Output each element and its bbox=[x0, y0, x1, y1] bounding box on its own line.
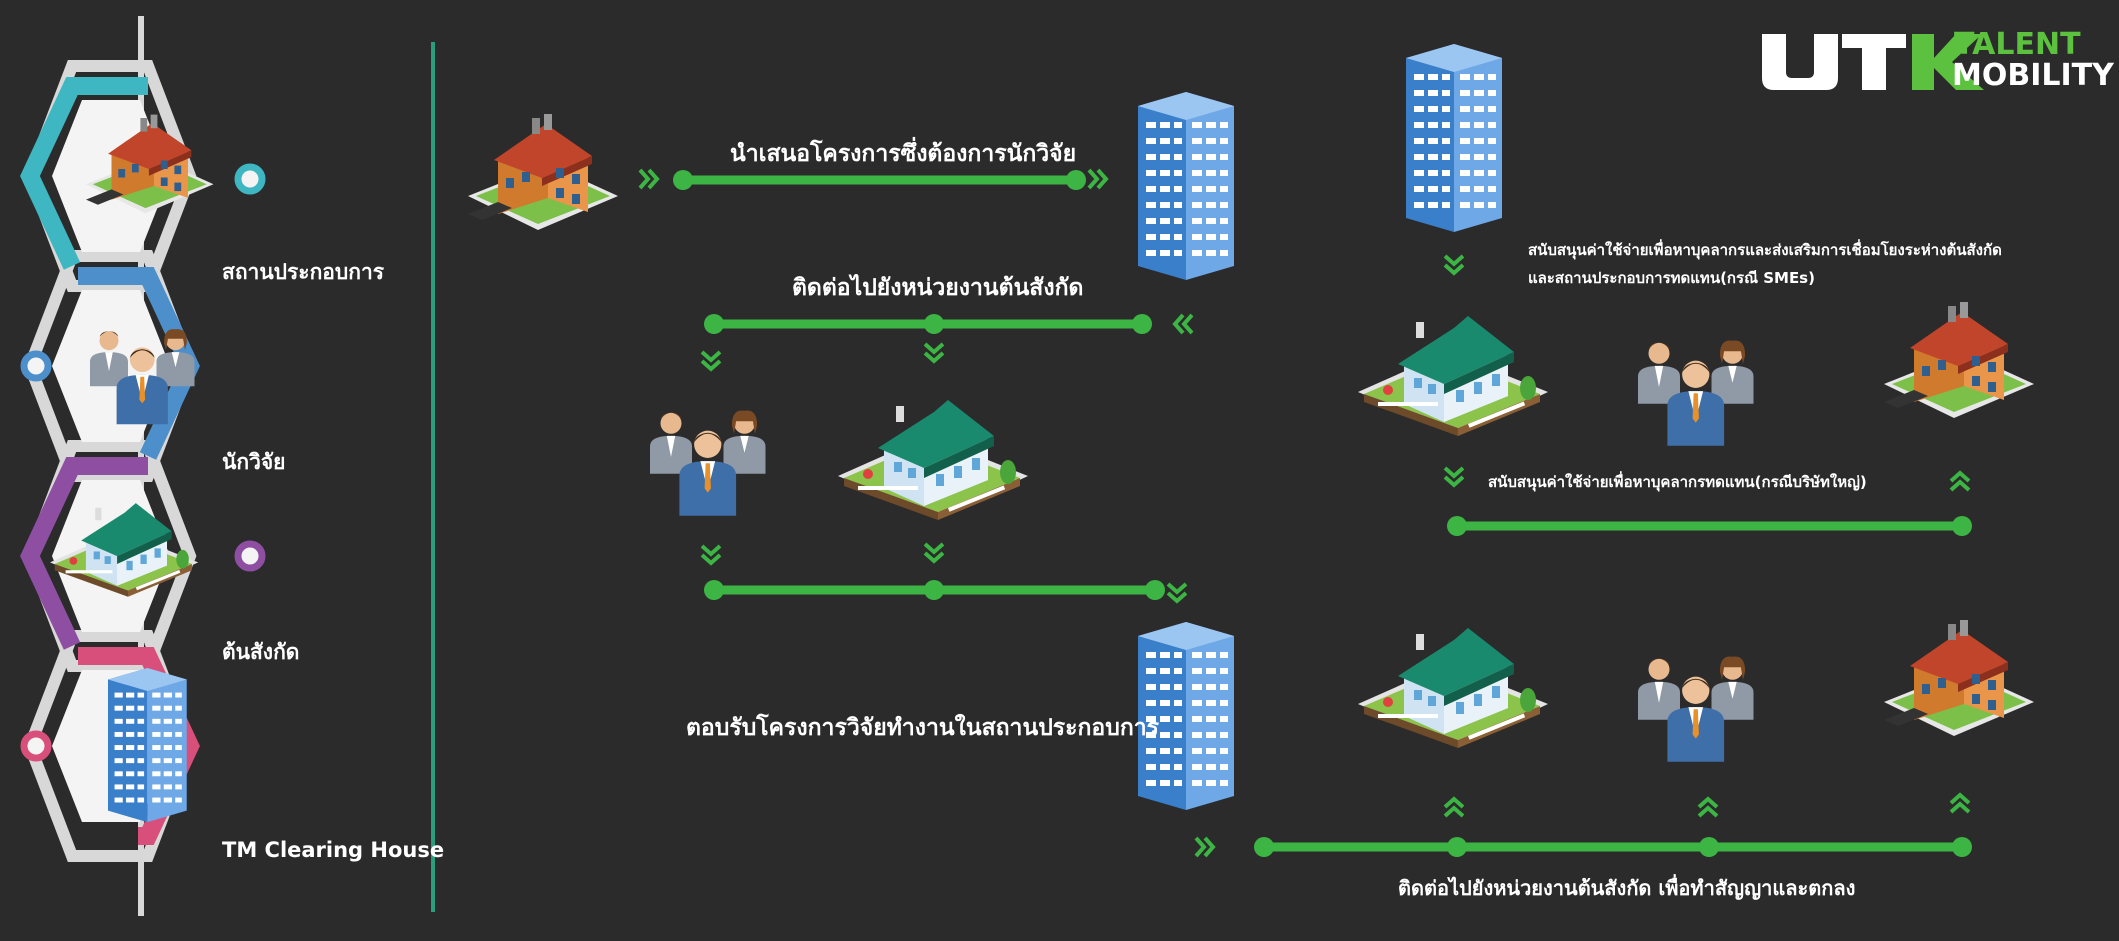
chevron-up-icon bbox=[1949, 793, 1971, 814]
chevron-down-icon bbox=[700, 350, 722, 371]
researchers-icon bbox=[1638, 656, 1754, 762]
researchers-icon bbox=[1638, 340, 1754, 446]
legend-label-clearing-house: TM Clearing House bbox=[222, 838, 445, 862]
chevron-left-icon bbox=[1173, 313, 1194, 335]
legend-label-researcher: นักวิจัย bbox=[222, 450, 286, 474]
factory-icon bbox=[1884, 620, 2034, 736]
flow-step-4: ติดต่อไปยังหน่วยงานต้นสังกัด เพื่อทำสัญญ… bbox=[1398, 876, 1856, 900]
flow-right bbox=[1194, 44, 2034, 858]
support-note-large-company: สนับสนุนค่าใช้จ่ายเพื่อหาบุคลากรทดแทน(กร… bbox=[1488, 473, 1867, 491]
university-icon bbox=[1358, 316, 1548, 436]
logo bbox=[1762, 34, 1984, 90]
chevron-right-icon bbox=[1087, 168, 1108, 190]
flow-step-2: ติดต่อไปยังหน่วยงานต้นสังกัด bbox=[792, 275, 1084, 301]
chevron-right-icon bbox=[638, 168, 659, 190]
chevron-right-icon bbox=[1194, 836, 1215, 858]
chevron-down-icon bbox=[1166, 582, 1188, 603]
legend-label-university: ต้นสังกัด bbox=[222, 640, 300, 664]
chevron-down-icon bbox=[1443, 254, 1465, 275]
office-tower-icon bbox=[1138, 92, 1234, 280]
chevron-up-icon bbox=[1443, 797, 1465, 818]
legend-label-factory: สถานประกอบการ bbox=[222, 260, 385, 284]
chevron-down-icon bbox=[700, 544, 722, 565]
logo-text-bottom: MOBILITY bbox=[1952, 58, 2114, 93]
flow-left bbox=[468, 92, 1234, 810]
support-note-sme-line2: และสถานประกอบการทดแทน(กรณี SMEs) bbox=[1528, 269, 1815, 287]
chevron-up-icon bbox=[1949, 471, 1971, 492]
university-icon bbox=[1358, 628, 1548, 748]
university-icon bbox=[838, 400, 1028, 520]
chevron-down-icon bbox=[923, 542, 945, 563]
flow-step-3: ตอบรับโครงการวิจัยทำงานในสถานประกอบการ bbox=[686, 715, 1160, 741]
chevron-up-icon bbox=[1697, 797, 1719, 818]
flow-step-1: นำเสนอโครงการซึ่งต้องการนักวิจัย bbox=[730, 141, 1077, 167]
chevron-down-icon bbox=[923, 342, 945, 363]
factory-icon bbox=[1884, 302, 2034, 418]
factory-icon bbox=[468, 114, 618, 230]
legend-panel bbox=[20, 16, 266, 916]
researchers-icon bbox=[650, 410, 766, 516]
chevron-down-icon bbox=[1443, 466, 1465, 487]
office-tower-icon bbox=[108, 668, 187, 823]
logo-text-top: TALENT bbox=[1954, 27, 2081, 62]
support-note-sme-line1: สนับสนุนค่าใช้จ่ายเพื่อหาบุคลากรและส่งเส… bbox=[1528, 241, 2002, 259]
divider bbox=[431, 42, 435, 912]
office-tower-icon bbox=[1406, 44, 1502, 232]
